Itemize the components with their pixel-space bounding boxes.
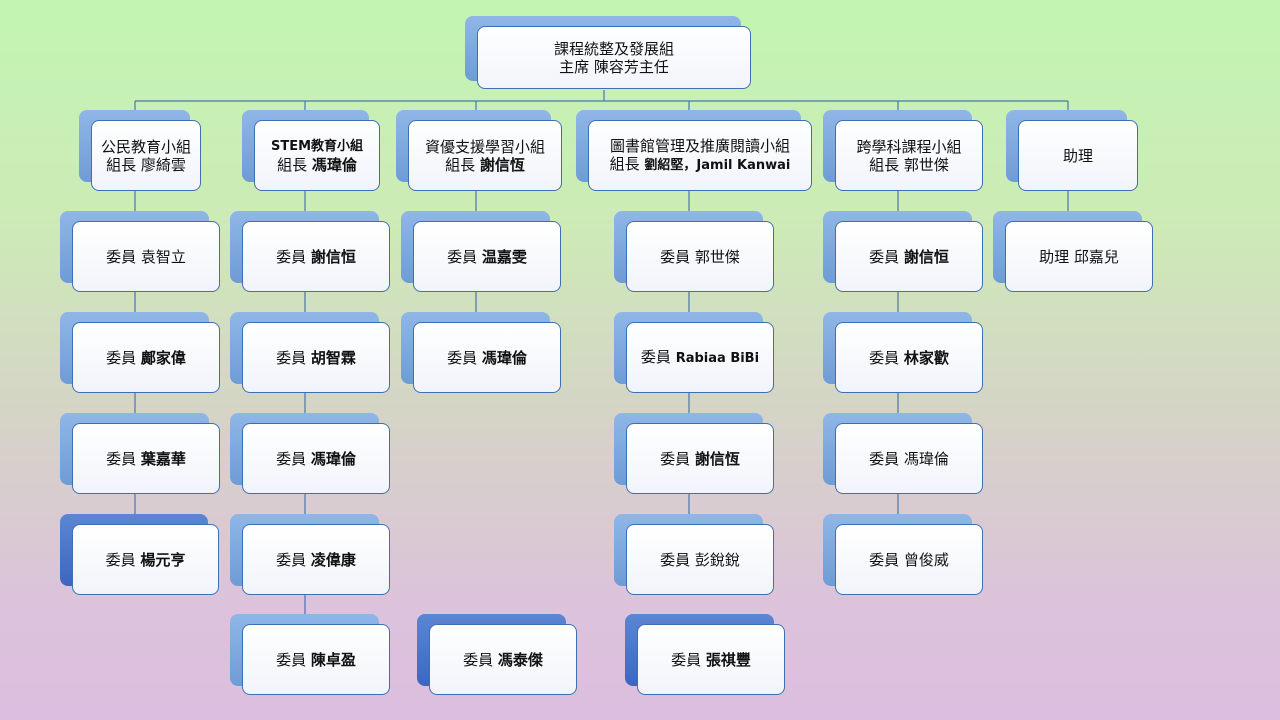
group-gifted-leader: 謝信恆 bbox=[479, 155, 525, 174]
member-name: Rabiaa BiBi bbox=[675, 350, 760, 366]
leader-label: 組長 bbox=[869, 155, 904, 174]
member-label: 委員 bbox=[105, 550, 141, 569]
member-label: 委員 bbox=[671, 650, 706, 669]
member-label: 助理 bbox=[1039, 247, 1074, 266]
member-label: 委員 bbox=[640, 347, 676, 366]
member-label: 委員 bbox=[869, 348, 904, 367]
member-name: 鄺家偉 bbox=[140, 348, 186, 367]
member-name: 馮瑋倫 bbox=[310, 449, 356, 468]
group-library-title: 圖書館管理及推廣閱讀小組 bbox=[609, 136, 790, 155]
member-name: 葉嘉華 bbox=[140, 449, 186, 468]
member-name: 馮泰傑 bbox=[497, 650, 543, 669]
member-name: 謝信恆 bbox=[694, 449, 740, 468]
group-civic-title: 公民教育小組 bbox=[100, 137, 191, 156]
group-cross-title: 跨學科課程小組 bbox=[856, 137, 962, 156]
group-assistant-title: 助理 bbox=[1062, 146, 1093, 165]
member-name: 胡智霖 bbox=[310, 348, 356, 367]
member-label: 委員 bbox=[660, 449, 695, 468]
member-name: 温嘉雯 bbox=[481, 247, 527, 266]
member-label: 委員 bbox=[447, 348, 482, 367]
member-name: 馮瑋倫 bbox=[903, 449, 949, 468]
member-name: 林家歡 bbox=[903, 348, 949, 367]
member-label: 委員 bbox=[463, 650, 498, 669]
leader-label: 組長 bbox=[106, 155, 141, 174]
member-name: 馮瑋倫 bbox=[481, 348, 527, 367]
member-name: 張祺豐 bbox=[705, 650, 751, 669]
member-label: 委員 bbox=[276, 247, 311, 266]
member-label: 委員 bbox=[660, 247, 695, 266]
member-label: 委員 bbox=[276, 449, 311, 468]
member-label: 委員 bbox=[869, 449, 904, 468]
group-cross-leader: 郭世傑 bbox=[903, 155, 949, 174]
member-label: 委員 bbox=[106, 348, 141, 367]
group-library-leader: 劉紹堅，Jamil Kanwai bbox=[644, 157, 791, 173]
member-name: 袁智立 bbox=[140, 247, 186, 266]
member-label: 委員 bbox=[869, 550, 904, 569]
group-civic-leader: 廖綺雲 bbox=[140, 155, 186, 174]
member-label: 委員 bbox=[869, 247, 904, 266]
member-name: 彭銳銳 bbox=[694, 550, 740, 569]
leader-label: 組長 bbox=[277, 155, 312, 174]
member-label: 委員 bbox=[276, 650, 311, 669]
member-name: 凌偉康 bbox=[310, 550, 356, 569]
member-label: 委員 bbox=[660, 550, 695, 569]
member-label: 委員 bbox=[106, 449, 141, 468]
member-label: 委員 bbox=[447, 247, 482, 266]
leader-label: 組長 bbox=[445, 155, 480, 174]
member-name: 郭世傑 bbox=[694, 247, 740, 266]
group-stem-leader: 馮瑋倫 bbox=[311, 155, 357, 174]
member-name: 曾俊威 bbox=[903, 550, 949, 569]
group-stem-title: STEM教育小組 bbox=[270, 138, 364, 154]
member-label: 委員 bbox=[106, 247, 141, 266]
member-name: 謝信恒 bbox=[310, 247, 356, 266]
member-name: 謝信恒 bbox=[903, 247, 949, 266]
member-label: 委員 bbox=[276, 348, 311, 367]
member-name: 邱嘉兒 bbox=[1073, 247, 1119, 266]
chair-name: 主席 陳容芳主任 bbox=[559, 57, 669, 76]
leader-label: 組長 bbox=[609, 154, 645, 173]
member-label: 委員 bbox=[276, 550, 311, 569]
chair-group-title: 課程統整及發展組 bbox=[553, 39, 674, 58]
group-gifted-title: 資優支援學習小組 bbox=[424, 137, 545, 156]
member-name: 陳卓盈 bbox=[310, 650, 356, 669]
member-name: 楊元亨 bbox=[140, 550, 186, 569]
